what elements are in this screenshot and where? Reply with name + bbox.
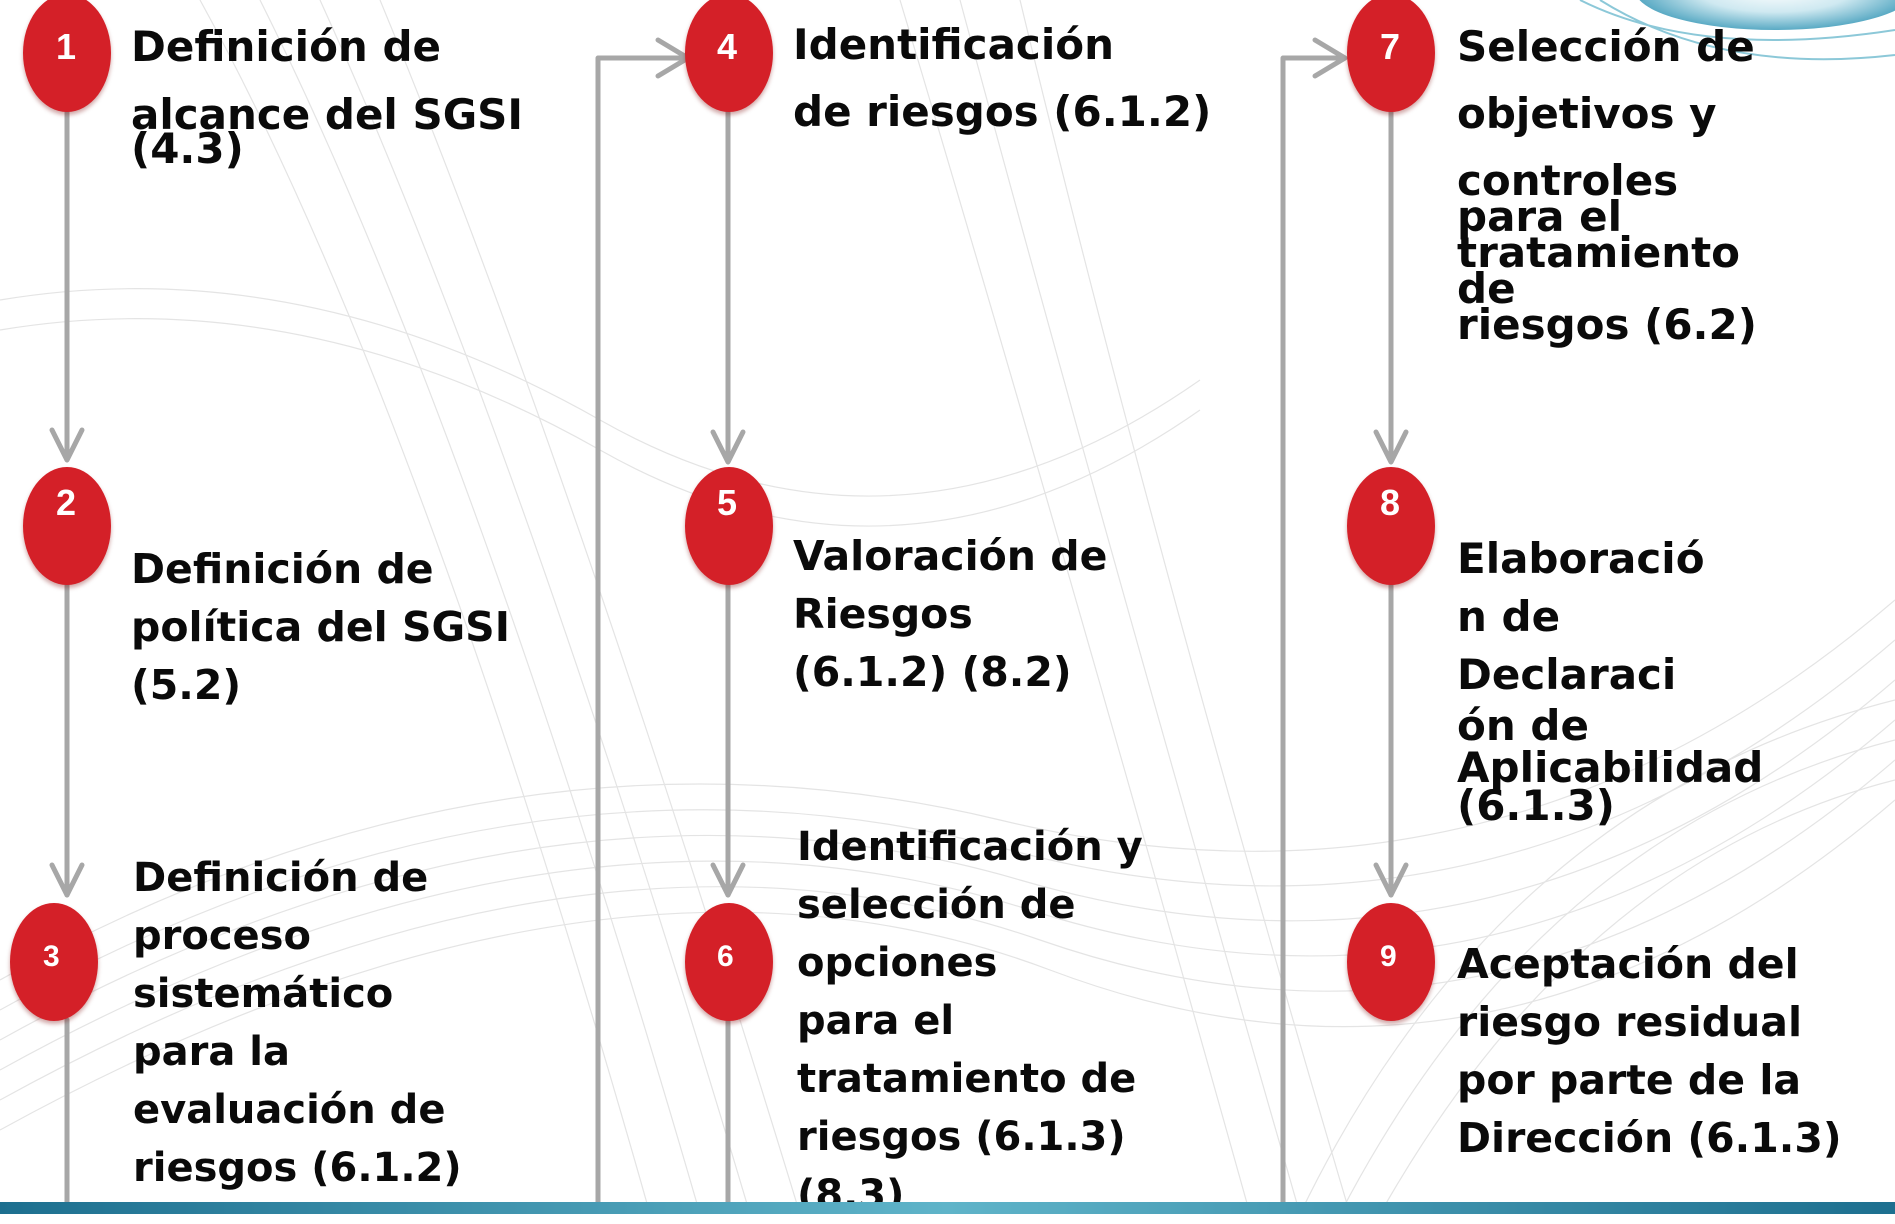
step-label-line: tratamiento de [797, 1056, 1137, 1102]
step-number: 4 [717, 26, 738, 67]
arrowhead-9 [1373, 862, 1409, 898]
arrowhead-7 [1312, 37, 1348, 79]
step-label-line: Definición de [131, 22, 441, 71]
step-label-line: política del SGSI [131, 603, 510, 651]
arrowhead-6 [710, 862, 746, 898]
step-label-line: riesgos (6.1.2) [133, 1145, 462, 1191]
step-label-line: de [1457, 264, 1516, 313]
step-label-line: Aceptación del [1457, 940, 1799, 988]
connector-col2-to-7 [1280, 55, 1346, 1214]
step-badge [1347, 467, 1435, 585]
step-label-line: Identificación [793, 20, 1114, 69]
step-label-line: alcance del SGSI [131, 90, 524, 139]
step-label-line: Dirección (6.1.3) [1457, 1114, 1842, 1162]
step-badge [685, 903, 773, 1021]
step-label-line: (8.3) [797, 1172, 905, 1218]
step-label-line: para el [797, 998, 955, 1044]
step-label-line: Definición de [131, 545, 434, 593]
step-badge [1347, 903, 1435, 1021]
step-label-line: Aplicabilidad [1457, 743, 1764, 792]
step-label-line: Selección de [1457, 22, 1755, 71]
bottom-accent-band [0, 1202, 1895, 1214]
step-label-line: Identificación y [797, 824, 1143, 870]
step-label-line: Riesgos [793, 590, 973, 638]
step-label: Aceptación del riesgo residual por parte… [1457, 935, 1842, 1167]
step-number: 7 [1380, 26, 1401, 67]
step-badge [10, 903, 98, 1021]
step-label-line: (6.1.2) (8.2) [793, 648, 1072, 696]
step-number: 2 [56, 482, 77, 523]
step-label: Definición de política del SGSI (5.2) [131, 540, 510, 714]
step-badge [685, 0, 773, 112]
step-label: Definición de alcance del SGSI (4.3) [131, 22, 523, 174]
step-number: 9 [1380, 940, 1397, 973]
arrowhead-5 [710, 429, 746, 465]
step-label-line: evaluación de [133, 1087, 446, 1133]
step-badge [685, 467, 773, 585]
step-label-line: de riesgos (6.1.2) [793, 87, 1212, 136]
step-label-line: proceso [133, 913, 311, 959]
step-label-line: Valoración de [793, 532, 1108, 580]
step-label-line: (5.2) [131, 661, 242, 709]
step-badge [23, 0, 111, 112]
step-label-line: sistemático [133, 971, 394, 1017]
step-label-line: riesgo residual [1457, 998, 1803, 1046]
step-label: Valoración de Riesgos (6.1.2) (8.2) [793, 527, 1107, 701]
step-label-line: tratamiento [1457, 228, 1741, 277]
step-label-line: selección de [797, 882, 1076, 928]
step-label: Selección de objetivos y controles para … [1457, 22, 1757, 350]
step-label-line: controles [1457, 156, 1679, 205]
step-label: Definición de proceso sistemático para l… [133, 849, 462, 1197]
step-badge [23, 467, 111, 585]
step-label-line: para la [133, 1029, 290, 1075]
step-label-line: (4.3) [131, 124, 244, 173]
arrowhead-8 [1373, 429, 1409, 465]
step-number: 6 [717, 940, 734, 973]
step-label-line: para el [1457, 192, 1622, 241]
step-label-line: Declaraci [1457, 650, 1677, 699]
step-label-line: Definición de [133, 855, 429, 901]
step-number: 3 [43, 940, 60, 973]
step-number: 1 [56, 26, 77, 67]
step-label-line: n de [1457, 592, 1561, 641]
step-label-line: objetivos y [1457, 89, 1717, 138]
arrowhead-2 [49, 427, 85, 463]
step-label-line: riesgos (6.2) [1457, 300, 1757, 349]
step-label-line: por parte de la [1457, 1056, 1802, 1104]
step-label-line: opciones [797, 940, 998, 986]
step-number: 5 [717, 482, 738, 523]
step-label-line: riesgos (6.1.3) [797, 1114, 1126, 1160]
step-number: 8 [1380, 482, 1401, 523]
connector-col1-to-4 [595, 55, 689, 1214]
step-badge [1347, 0, 1435, 112]
step-label-line: Elaboració [1457, 534, 1705, 583]
step-label: Elaboració n de Declaraci ón de Aplicabi… [1457, 530, 1764, 830]
step-label-line: ón de [1457, 701, 1589, 750]
step-label-line: (6.1.3) [1457, 781, 1615, 830]
step-label: Identificación de riesgos (6.1.2) [793, 20, 1211, 137]
step-label: Identificación y selección de opciones p… [797, 818, 1143, 1224]
arrowhead-3 [49, 862, 85, 898]
